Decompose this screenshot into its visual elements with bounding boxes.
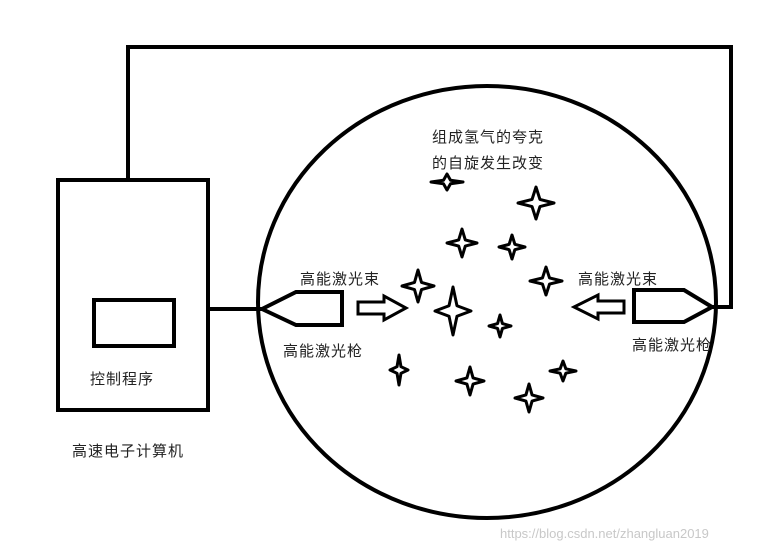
four-point-star-icon [433, 285, 473, 337]
four-point-star-icon [400, 268, 436, 304]
computer-box [56, 178, 210, 412]
computer-screen [92, 298, 176, 348]
four-point-star-icon [516, 185, 556, 221]
reaction-chamber [256, 84, 718, 520]
quark-note-line2: 的自旋发生改变 [432, 154, 545, 172]
four-point-star-icon [388, 353, 410, 387]
computer-label: 高速电子计算机 [72, 442, 185, 460]
laser-gun-label-left: 高能激光枪 [283, 342, 364, 360]
laser-gun-right [632, 288, 717, 324]
four-point-star-icon [528, 265, 564, 297]
four-point-star-icon [497, 233, 527, 261]
four-point-star-icon [487, 313, 513, 339]
four-point-star-icon [445, 227, 479, 259]
watermark: https://blog.csdn.net/zhangluan2019 [500, 526, 709, 541]
laser-beam-label-right: 高能激光束 [578, 270, 659, 288]
four-point-star-icon [429, 172, 465, 192]
laser-gun-label-right: 高能激光枪 [632, 336, 713, 354]
quark-note-line1: 组成氢气的夸克 [432, 128, 545, 146]
signal-wire [126, 45, 733, 309]
four-point-star-icon [454, 365, 486, 397]
laser-beam-label-left: 高能激光束 [300, 270, 381, 288]
laser-beam-arrow-left [356, 293, 410, 323]
laser-beam-arrow-right [570, 292, 626, 322]
laser-gun-left [257, 290, 344, 327]
control-program-label: 控制程序 [90, 370, 155, 388]
four-point-star-icon [548, 359, 578, 383]
four-point-star-icon [513, 382, 545, 414]
